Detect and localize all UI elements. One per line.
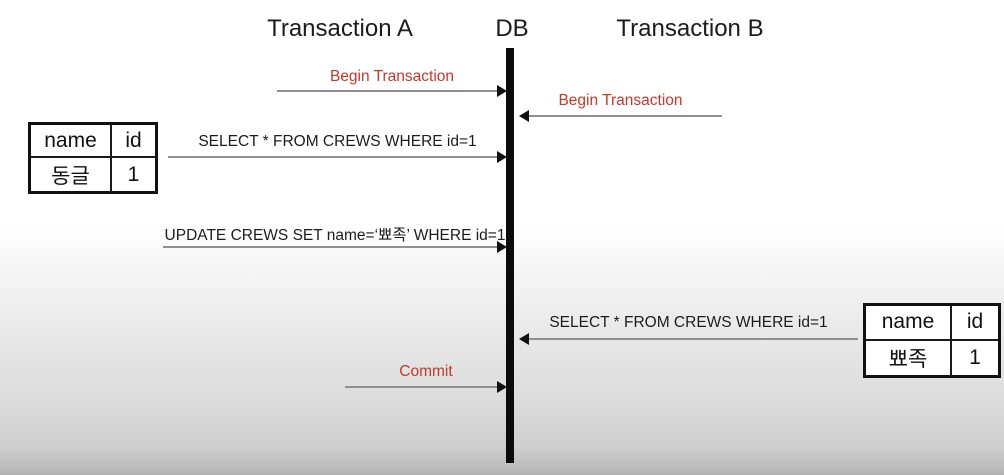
table-header-id: id <box>952 306 998 341</box>
message-select-b: SELECT * FROM CREWS WHERE id=1 <box>519 314 858 345</box>
message-label: Begin Transaction <box>558 92 683 109</box>
lane-title-transaction-a: Transaction A <box>267 15 413 42</box>
table-header-name: name <box>31 125 112 158</box>
table-header-name: name <box>866 306 952 341</box>
arrow-line <box>527 115 722 117</box>
arrow-line <box>527 338 858 340</box>
table-cell-name: 뾰족 <box>866 340 952 375</box>
lane-title-db: DB <box>495 15 529 42</box>
arrowhead-right-icon <box>497 151 507 163</box>
table-cell-id: 1 <box>112 158 155 191</box>
message-label: UPDATE CREWS SET name=‘뾰족’ WHERE id=1 <box>164 227 506 244</box>
arrow-line <box>277 90 499 92</box>
arrow-line <box>163 246 499 248</box>
message-update-a: UPDATE CREWS SET name=‘뾰족’ WHERE id=1 <box>163 223 507 253</box>
db-lifeline <box>506 48 514 463</box>
arrow-line <box>345 386 499 388</box>
message-label: SELECT * FROM CREWS WHERE id=1 <box>549 314 828 331</box>
message-commit-a: Commit <box>345 363 507 393</box>
message-label: Commit <box>399 363 453 380</box>
arrowhead-right-icon <box>497 381 507 393</box>
message-label: SELECT * FROM CREWS WHERE id=1 <box>198 133 477 150</box>
result-table-right: name id 뾰족 1 <box>863 303 1001 378</box>
lane-title-transaction-b: Transaction B <box>616 15 764 42</box>
message-label: Begin Transaction <box>329 68 455 85</box>
arrowhead-left-icon <box>519 110 529 122</box>
arrowhead-right-icon <box>497 85 507 97</box>
table-cell-name: 동글 <box>31 158 112 191</box>
result-table-left: name id 동글 1 <box>28 122 158 194</box>
arrowhead-left-icon <box>519 333 529 345</box>
message-select-a: SELECT * FROM CREWS WHERE id=1 <box>168 133 507 163</box>
table-cell-id: 1 <box>952 340 998 375</box>
table-header-id: id <box>112 125 155 158</box>
message-begin-transaction-a: Begin Transaction <box>277 68 507 97</box>
arrowhead-right-icon <box>497 241 507 253</box>
message-begin-transaction-b: Begin Transaction <box>519 92 722 122</box>
arrow-line <box>168 156 499 158</box>
